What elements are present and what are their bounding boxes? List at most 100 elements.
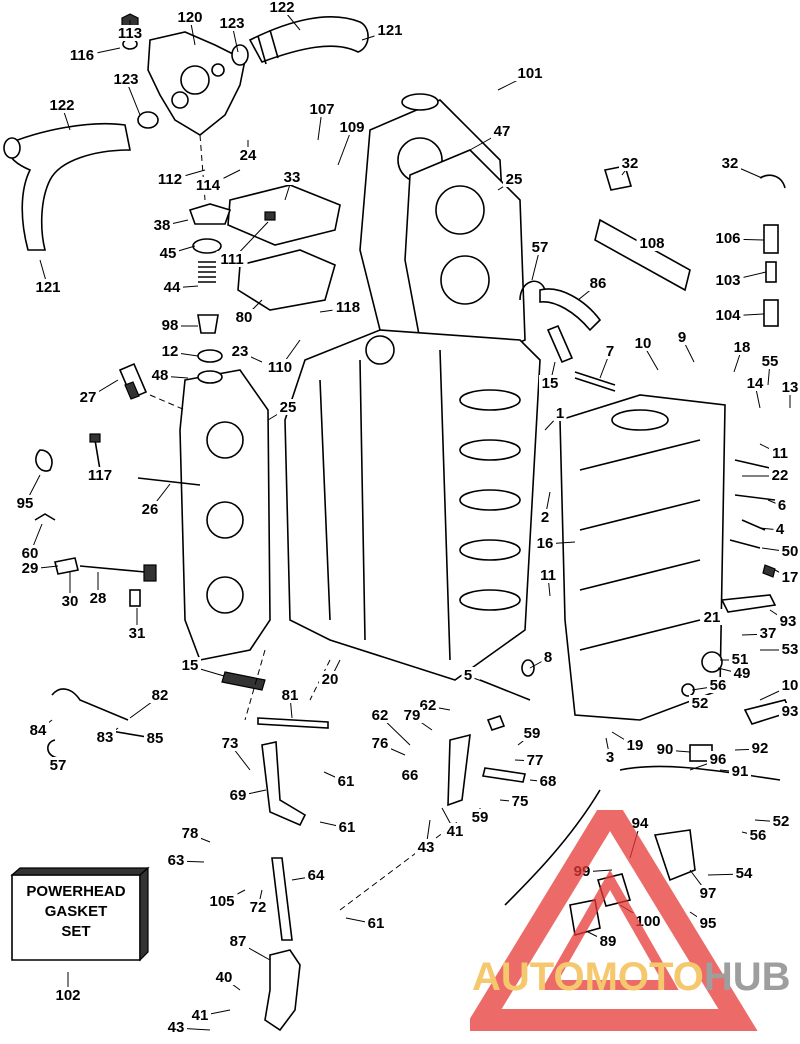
callout-11: 11 bbox=[759, 443, 791, 462]
callout-number: 89 bbox=[600, 933, 617, 950]
callout-20: 20 bbox=[319, 659, 341, 688]
callout-number: 104 bbox=[715, 307, 741, 324]
callout-53: 53 bbox=[760, 641, 800, 658]
callout-number: 33 bbox=[284, 169, 301, 186]
callout-number: 122 bbox=[269, 0, 294, 16]
callout-label-background bbox=[731, 665, 753, 681]
fittings-123 bbox=[137, 44, 249, 129]
callout-number: 54 bbox=[736, 865, 753, 882]
callout-label-background bbox=[779, 703, 800, 719]
clamp-95 bbox=[35, 449, 53, 472]
callout-82: 82 bbox=[129, 687, 171, 719]
callout-label-background bbox=[689, 695, 711, 711]
callout-number: 20 bbox=[322, 671, 339, 688]
hose-upper-right bbox=[248, 16, 369, 65]
callout-number: 60 bbox=[22, 545, 39, 562]
callout-label-background bbox=[139, 501, 161, 517]
callout-26: 26 bbox=[139, 483, 171, 518]
callout-label-background bbox=[729, 763, 751, 779]
callout-77: 77 bbox=[514, 752, 546, 769]
callout-label-background bbox=[114, 25, 146, 41]
callout-5: 5 bbox=[461, 667, 491, 685]
callout-41: 41 bbox=[441, 807, 466, 840]
callout-61: 61 bbox=[345, 915, 387, 932]
callout-number: 27 bbox=[80, 389, 97, 406]
callout-label-background bbox=[369, 735, 391, 751]
callout-label-background bbox=[165, 1019, 187, 1035]
link-79-68 bbox=[447, 733, 526, 807]
callout-label-background bbox=[731, 339, 753, 355]
callout-label-background bbox=[654, 741, 676, 757]
callout-label-background bbox=[773, 521, 787, 537]
callout-label-background bbox=[161, 279, 183, 295]
callout-label-background bbox=[675, 329, 689, 345]
callout-number: 120 bbox=[177, 9, 202, 26]
callout-number: 97 bbox=[700, 885, 717, 902]
callout-112: 112 bbox=[154, 169, 206, 188]
callout-number: 123 bbox=[219, 15, 244, 32]
callout-label-background bbox=[587, 275, 609, 291]
callout-number: 18 bbox=[734, 339, 751, 356]
callout-number: 122 bbox=[49, 97, 74, 114]
callout-number: 117 bbox=[88, 467, 112, 484]
callout-label-background bbox=[233, 309, 255, 325]
callout-label-background bbox=[151, 217, 173, 233]
clip-57-lower bbox=[47, 739, 59, 759]
callout-number: 56 bbox=[710, 677, 727, 694]
callout-52: 52 bbox=[754, 813, 792, 830]
callout-label-background bbox=[444, 823, 466, 839]
callout-48: 48 bbox=[149, 367, 189, 384]
callout-label-background bbox=[629, 815, 651, 831]
callout-label-background bbox=[770, 813, 792, 829]
callout-label-background bbox=[759, 353, 781, 369]
callout-label-background bbox=[332, 299, 364, 315]
watermark-part2: HUB bbox=[704, 955, 791, 999]
callout-number: 68 bbox=[540, 773, 557, 790]
callout-label-background bbox=[509, 793, 531, 809]
callout-label-background bbox=[266, 0, 298, 15]
callout-32: 32 bbox=[719, 155, 763, 179]
callout-number: 15 bbox=[182, 657, 199, 674]
callout-66: 66 bbox=[399, 767, 421, 784]
callout-18: 18 bbox=[731, 339, 753, 373]
callout-label-background bbox=[216, 251, 248, 267]
callout-25: 25 bbox=[267, 399, 299, 421]
callout-118: 118 bbox=[319, 299, 364, 316]
callout-label-background bbox=[415, 839, 437, 855]
callout-97: 97 bbox=[689, 869, 719, 902]
callout-78: 78 bbox=[179, 825, 211, 843]
callout-number: 43 bbox=[418, 839, 435, 856]
callout-number: 61 bbox=[368, 915, 385, 932]
callout-label-background bbox=[469, 809, 491, 825]
callout-117: 117 bbox=[84, 467, 116, 484]
callout-number: 16 bbox=[537, 535, 554, 552]
callout-57: 57 bbox=[529, 239, 551, 281]
callout-number: 21 bbox=[704, 609, 721, 626]
callout-label-background bbox=[401, 707, 423, 723]
sensor-29-28 bbox=[54, 557, 157, 582]
callout-label-background bbox=[461, 667, 475, 683]
callout-label-background bbox=[597, 933, 619, 949]
bracket-97 bbox=[653, 829, 696, 882]
callout-121: 121 bbox=[32, 259, 64, 296]
callout-75: 75 bbox=[499, 793, 531, 810]
callout-number: 72 bbox=[250, 899, 267, 916]
callout-55: 55 bbox=[759, 353, 781, 386]
callout-95: 95 bbox=[689, 911, 719, 932]
callout-93: 93 bbox=[769, 609, 799, 630]
dowel-15-lower bbox=[221, 671, 266, 691]
callout-number: 84 bbox=[30, 722, 47, 739]
callout-label-background bbox=[32, 279, 64, 295]
callout-60: 60 bbox=[19, 523, 43, 562]
callout-label-background bbox=[514, 65, 546, 81]
callout-label-background bbox=[624, 737, 646, 753]
callout-number: 59 bbox=[524, 725, 541, 742]
hose-left bbox=[3, 122, 131, 251]
callout-11: 11 bbox=[537, 567, 559, 597]
callout-number: 103 bbox=[715, 272, 740, 289]
callout-label-background bbox=[157, 245, 179, 261]
bolt-26 bbox=[137, 477, 201, 486]
callout-number: 78 bbox=[182, 825, 199, 842]
callout-85: 85 bbox=[144, 730, 166, 747]
callout-number: 12 bbox=[162, 343, 179, 360]
